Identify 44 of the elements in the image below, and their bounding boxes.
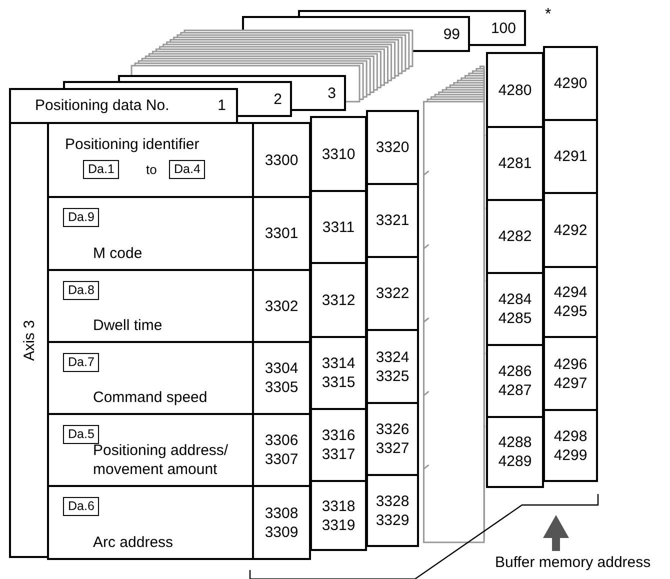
table-cell: 3312 <box>310 262 367 338</box>
field-name: M code <box>93 244 144 263</box>
table-cell: 3318 3319 <box>310 480 367 551</box>
item-tag: Da.4 <box>169 160 206 179</box>
table-cell: 4294 4295 <box>543 266 598 338</box>
table-cell: 4298 4299 <box>543 409 598 482</box>
field-name: Command speed <box>93 388 208 407</box>
item-tag: Da.5 <box>63 425 100 444</box>
table-cell: 3300 <box>252 122 311 198</box>
item-tag: Da.1 <box>83 160 120 179</box>
table-cell: 4291 <box>543 119 598 194</box>
item-tag: Da.9 <box>63 208 100 227</box>
table-cell: 3321 <box>366 183 419 258</box>
field-name: Positioning identifier <box>65 136 200 153</box>
table-cell: 4281 <box>486 126 544 201</box>
table-cell: 3328 3329 <box>366 474 419 547</box>
table-cell: 4280 <box>486 52 544 128</box>
table-cell: 4284 4285 <box>486 272 544 346</box>
item-tag: Da.7 <box>63 353 100 372</box>
field-name: Arc address <box>93 533 174 552</box>
table-cell: 3324 3325 <box>366 329 419 404</box>
footnote-mark: * <box>545 6 552 23</box>
table-cell: 4288 4289 <box>486 416 544 488</box>
item-tag: Da.8 <box>63 281 100 300</box>
table-cell: 3308 3309 <box>252 485 311 560</box>
table-cell: 3310 <box>310 116 367 192</box>
table-cell: 4292 <box>543 192 598 268</box>
field-name: Dwell time <box>93 316 164 335</box>
table-cell: 3311 <box>310 190 367 264</box>
table-cell: 4296 4297 <box>543 336 598 411</box>
table-cell: 3322 <box>366 256 419 331</box>
field-name: Positioning address/ movement amount <box>93 441 230 479</box>
table-cell: 3326 3327 <box>366 402 419 476</box>
page-number: 1 <box>218 97 226 114</box>
field-text: to <box>146 162 157 177</box>
table-cell: 4286 4287 <box>486 344 544 418</box>
table-cell: 3316 3317 <box>310 408 367 482</box>
table-cell: 3314 3315 <box>310 336 367 410</box>
table-cell: 4290 <box>543 46 598 121</box>
axis-caption: Buffer memory address <box>495 554 651 571</box>
table-cell: 4282 <box>486 199 544 274</box>
item-tag: Da.6 <box>63 497 100 516</box>
table-cell: 3320 <box>366 110 419 185</box>
row-header-text: Axis 3 <box>20 320 38 360</box>
